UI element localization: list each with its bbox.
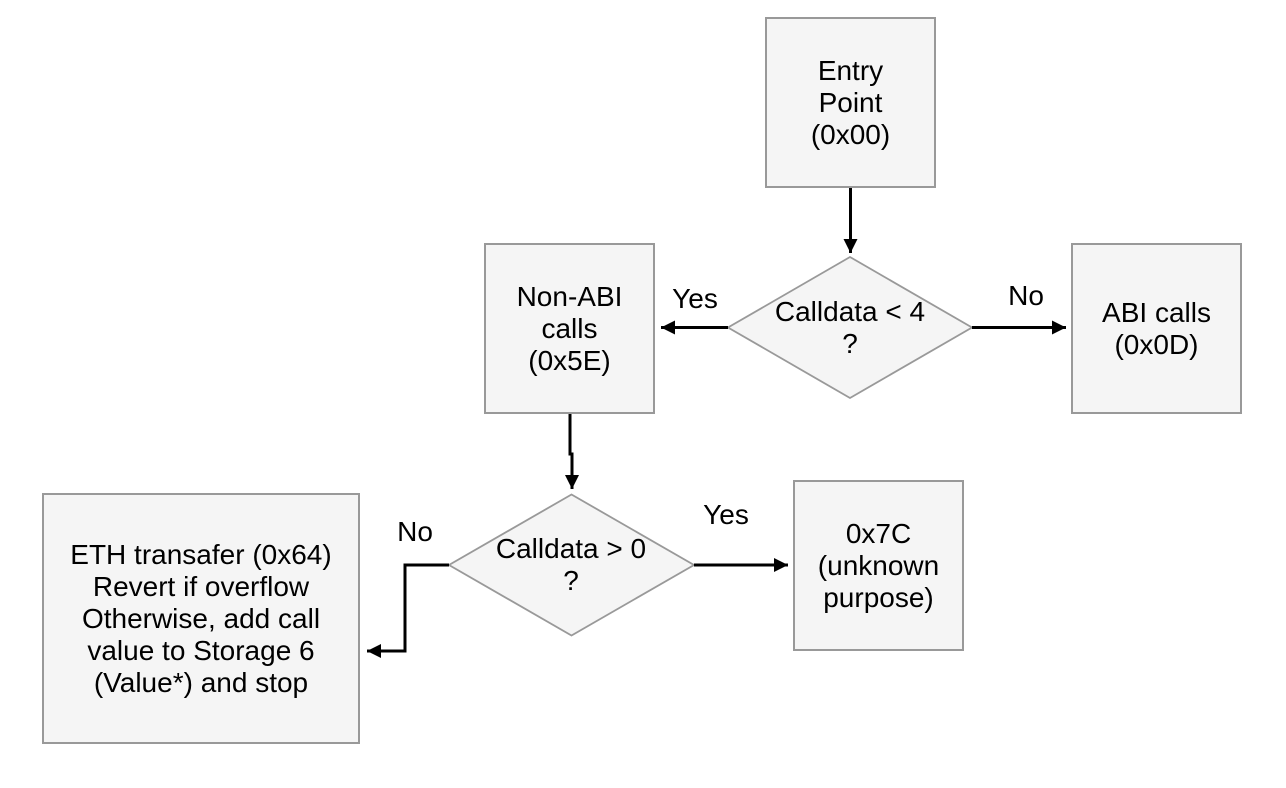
- node-eth-transfer-label: ETH transafer (0x64) Revert if overflow …: [70, 538, 332, 698]
- node-non-abi-calls-label: Non-ABI calls (0x5E): [516, 280, 623, 376]
- node-eth-transfer: ETH transafer (0x64) Revert if overflow …: [42, 493, 360, 744]
- node-0x7c-unknown: 0x7C (unknown purpose): [793, 480, 964, 651]
- node-abi-calls-label: ABI calls (0x0D): [1102, 296, 1211, 360]
- node-entry-point-label: Entry Point (0x00): [810, 54, 891, 150]
- decision-calldata-lt-4-shape: [726, 255, 974, 400]
- edge-label-decision1-yes: Yes: [669, 284, 721, 314]
- node-entry-point: Entry Point (0x00): [765, 17, 936, 188]
- node-abi-calls: ABI calls (0x0D): [1071, 243, 1242, 414]
- edge-label-decision2-no: No: [394, 517, 436, 547]
- node-0x7c-unknown-label: 0x7C (unknown purpose): [817, 517, 940, 613]
- decision-calldata-gt-0-shape: [447, 493, 696, 637]
- edge-nonabi-to-decision2-arrow: [565, 414, 579, 489]
- decision-calldata-lt-4-label: Calldata < 4 ?: [774, 296, 926, 359]
- edge-label-decision1-no: No: [1005, 281, 1047, 311]
- edge-label-decision2-yes: Yes: [700, 500, 752, 530]
- node-non-abi-calls: Non-ABI calls (0x5E): [484, 243, 655, 414]
- edge-decision2-no-to-eth-arrow: [367, 563, 449, 658]
- decision-calldata-gt-0-label: Calldata > 0 ?: [495, 533, 647, 596]
